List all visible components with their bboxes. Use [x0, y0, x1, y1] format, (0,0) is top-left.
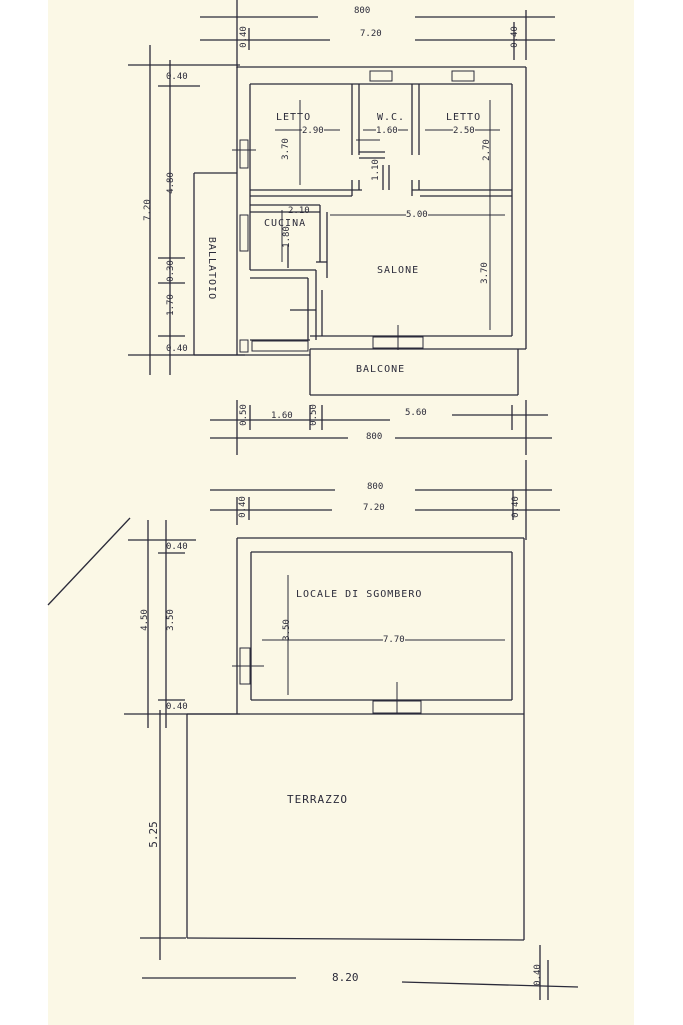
- lower-dim-top-right-wall: 0.40: [510, 496, 521, 518]
- upper-dim-left-seg5: 0.40: [166, 344, 188, 354]
- dim-wc-height: 1.10: [370, 159, 381, 181]
- upper-dim-top-inner: 7.20: [360, 29, 382, 39]
- upper-dim-bottom-b: 1.60: [271, 411, 293, 421]
- room-label-wc: W.C.: [377, 112, 406, 123]
- upper-dim-left-seg3: 0.30: [165, 260, 176, 282]
- dim-cucina-width: 2.10: [288, 206, 310, 216]
- lower-left-dimension-lines: [124, 520, 240, 960]
- dim-salone-height: 3.70: [479, 262, 490, 284]
- upper-dim-top-right-wall: 0.40: [509, 26, 520, 48]
- room-label-ballatoio: BALLATOIO: [206, 236, 218, 301]
- dim-letto-left-height: 3.70: [280, 138, 291, 160]
- upper-dim-bottom-c: 0.50: [308, 404, 319, 426]
- room-label-terrazzo: TERRAZZO: [287, 793, 348, 806]
- upper-dim-bottom-a: 0.50: [238, 404, 249, 426]
- lower-dim-bottom-total: 8.20: [332, 971, 359, 984]
- room-label-salone: SALONE: [377, 265, 420, 276]
- lower-dim-left-c: 3.50: [165, 609, 176, 631]
- upper-bottom-dimension-lines: [210, 400, 552, 455]
- lower-dim-bottom-wall: 0.40: [532, 964, 543, 986]
- upper-dim-top-left-wall: 0.40: [238, 26, 249, 48]
- lower-dim-left-d: 0.40: [166, 702, 188, 712]
- upper-dim-left-seg2: 4.80: [165, 172, 176, 194]
- dim-salone-width: 5.00: [406, 210, 428, 220]
- room-label-letto-right: LETTO: [446, 112, 482, 123]
- upper-outer-walls: [236, 66, 527, 356]
- dim-letto-right-height: 2.70: [481, 139, 492, 161]
- room-label-cucina: CUCINA: [264, 218, 307, 229]
- lower-dim-left-b: 4.50: [139, 609, 150, 631]
- dim-locale-height: 3.50: [281, 619, 292, 641]
- upper-windows: [232, 70, 475, 353]
- room-label-letto-left: LETTO: [276, 112, 312, 123]
- diagonal-stroke: [47, 517, 131, 606]
- upper-interior-walls: [250, 84, 512, 340]
- drawing-sheet: [48, 0, 634, 1025]
- dim-letto-left-width: 2.90: [302, 126, 324, 136]
- dim-wc-width: 1.60: [376, 126, 398, 136]
- terrazzo-outline: [186, 713, 525, 941]
- upper-dim-bottom-d: 5.60: [405, 408, 427, 418]
- upper-dim-bottom-total: 800: [366, 432, 383, 442]
- upper-left-dimension-lines: [128, 45, 245, 375]
- dim-locale-width: 7.70: [383, 635, 405, 645]
- lower-dim-left-a: 0.40: [166, 542, 188, 552]
- lower-bottom-dimension-lines: [142, 945, 579, 1000]
- dim-letto-right-width: 2.50: [453, 126, 475, 136]
- upper-top-dimension-lines: [200, 0, 555, 68]
- lower-dim-top-left-wall: 0.40: [237, 496, 248, 518]
- locale-walls: [236, 537, 525, 714]
- upper-dim-left-seg1: 0.40: [166, 72, 188, 82]
- dim-terrazzo-height: 5.25: [146, 821, 160, 848]
- room-label-locale-di-sgombero: LOCALE DI SGOMBERO: [296, 589, 423, 600]
- ballatoio-outline: [193, 172, 237, 356]
- lower-dim-top-total: 800: [367, 482, 384, 492]
- lower-dim-top-inner: 7.20: [363, 503, 385, 513]
- upper-dim-top-total: 800: [354, 6, 371, 16]
- room-label-balcone: BALCONE: [356, 364, 406, 375]
- dim-cucina-height: 1.80: [281, 226, 292, 248]
- balcone-outline: [309, 349, 519, 396]
- lower-windows: [232, 647, 422, 714]
- upper-dim-left-seg4: 1.70: [165, 294, 176, 316]
- lower-top-dimension-lines: [210, 460, 560, 540]
- upper-dim-left-total: 7.20: [142, 199, 153, 221]
